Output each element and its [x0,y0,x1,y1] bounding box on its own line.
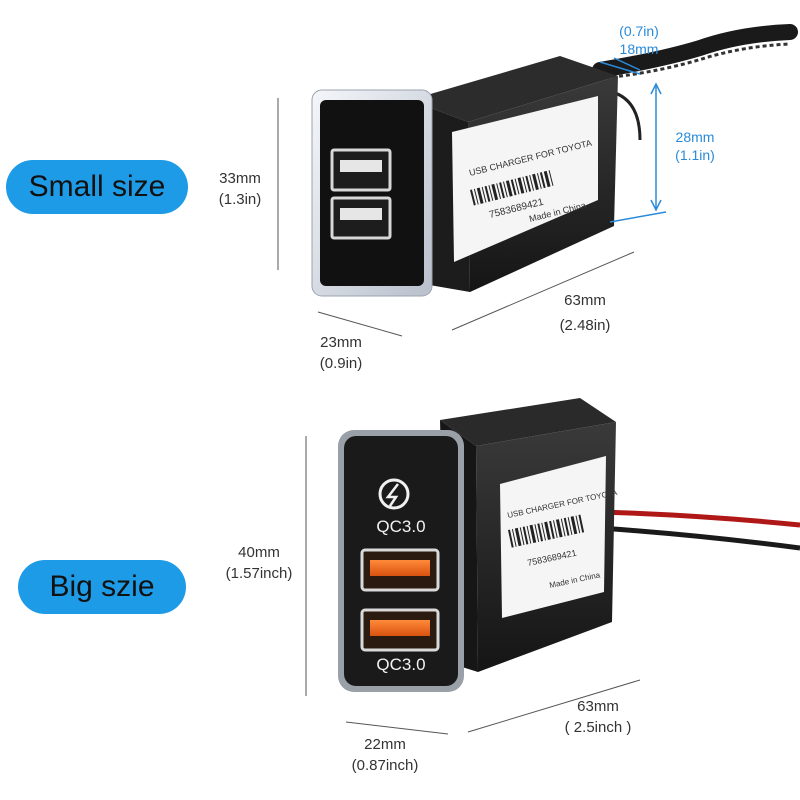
big-size-label: Big szie [18,560,186,614]
small-width-dimension: 23mm (0.9in) [319,334,363,372]
small-barcode [470,170,554,206]
small-height-dimension: 33mm (1.3in) [218,170,262,208]
big-width-dimension: 22mm (0.87inch) [351,736,419,774]
big-qc-label-top: QC3.0 [376,517,425,536]
big-qc-label-bottom: QC3.0 [376,655,425,674]
big-barcode [508,514,585,548]
quick-charge-icon [378,478,410,510]
small-tab-dimension: (0.7in) 18mm [619,23,659,57]
big-height-dimension: 40mm (1.57inch) [225,544,293,582]
big-charger: USB CHARGER FOR TOYOTA 7583689421 Made i… [338,398,800,692]
small-size-label: Small size [6,160,188,214]
small-charger: USB CHARGER FOR TOYOTA 7583689421 Made i… [311,24,798,297]
small-body-dimension: 28mm (1.1in) [675,129,715,163]
small-length-dimension: 63mm (2.48in) [559,292,611,334]
big-length-dimension: 63mm ( 2.5inch ) [564,698,632,736]
